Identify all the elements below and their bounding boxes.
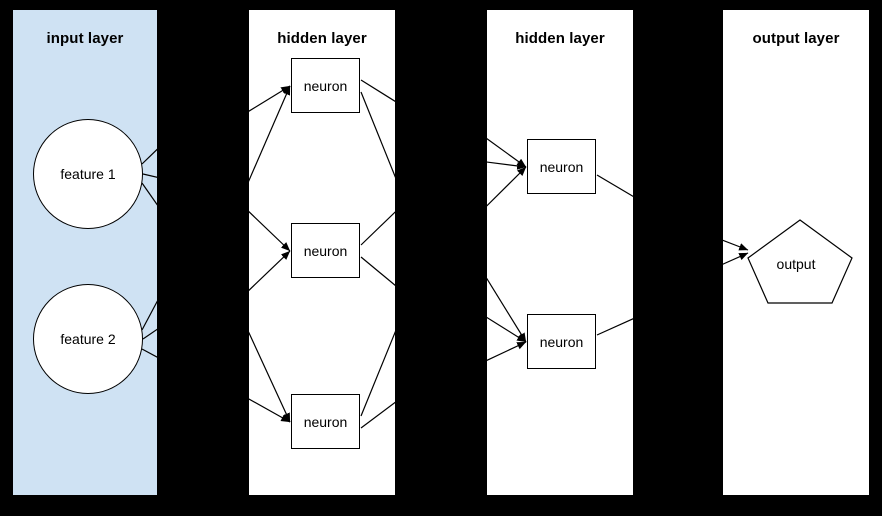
layer-title-input: input layer <box>46 30 124 47</box>
edges-input-outgoing <box>141 148 157 358</box>
edges-output-incoming <box>723 219 853 304</box>
layer-title-hidden-1: hidden layer <box>277 30 367 47</box>
node-label-feature-2: feature 2 <box>60 331 116 347</box>
node-feature-2[interactable]: feature 2 <box>33 284 143 394</box>
layer-panel-hidden-1: hidden layer <box>249 10 395 495</box>
layer-title-hidden-2: hidden layer <box>515 30 605 47</box>
node-label-h2-neuron-2: neuron <box>539 333 584 350</box>
node-label-h2-neuron-1: neuron <box>539 158 584 175</box>
node-label-h1-neuron-2: neuron <box>303 242 348 259</box>
layer-panel-hidden-2: hidden layer <box>487 10 633 495</box>
node-label-h1-neuron-1: neuron <box>303 77 348 94</box>
node-feature-1[interactable]: feature 1 <box>33 119 143 229</box>
node-label-feature-1: feature 1 <box>60 166 116 182</box>
node-h1-neuron-3[interactable]: neuron <box>291 394 360 449</box>
node-label-h1-neuron-3: neuron <box>303 413 348 430</box>
node-h1-neuron-1[interactable]: neuron <box>291 58 360 113</box>
node-h1-neuron-2[interactable]: neuron <box>291 223 360 278</box>
layer-panel-output: output layer output <box>723 10 869 495</box>
node-h2-neuron-1[interactable]: neuron <box>527 139 596 194</box>
edges-hidden-2 <box>487 138 633 361</box>
node-label-output: output <box>776 256 816 272</box>
layer-panel-input: input layer feature 1 feature 2 <box>13 10 157 495</box>
node-h2-neuron-2[interactable]: neuron <box>527 314 596 369</box>
layer-title-output: output layer <box>752 30 840 47</box>
